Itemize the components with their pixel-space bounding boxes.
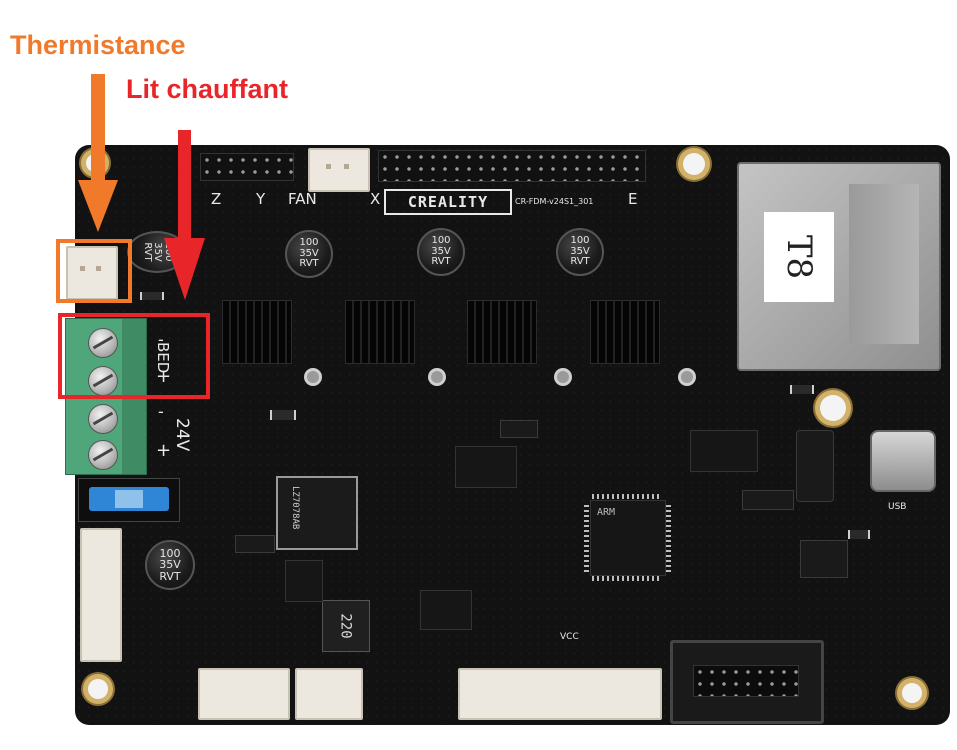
thermistance-label: Thermistance [10, 30, 186, 60]
bottom-connector-1 [198, 668, 290, 720]
terminal-polarity-3: - [158, 402, 164, 421]
header-z-y [200, 153, 294, 181]
terminal-polarity-2: + [156, 366, 172, 387]
small-ic-2 [285, 560, 323, 602]
stepper-driver-x [222, 300, 292, 364]
lit-chauffant-arrow [164, 130, 205, 300]
axis-label-fan: FAN [288, 190, 317, 208]
left-connector [80, 528, 122, 662]
sd-card-label: T8 [764, 212, 834, 302]
mcu-chip: ARM [590, 500, 666, 576]
mounting-hole-bottom-right [902, 683, 922, 703]
board-model: CR-FDM-v24S1_301 [515, 197, 594, 206]
fan-connector [308, 148, 370, 192]
mounting-hole-top-mid [683, 153, 705, 175]
terminal-screw-3 [88, 404, 118, 434]
vcc-label: VCC [560, 632, 579, 642]
header-expansion [378, 150, 646, 182]
driver-ic [455, 446, 517, 488]
trimpot-3 [557, 371, 569, 383]
heated-bed-highlight-box [58, 313, 210, 399]
inductor: 220 [322, 600, 370, 652]
mounting-hole-bottom-left [88, 679, 108, 699]
axis-label-y: Y [256, 190, 266, 208]
blade-fuse [78, 478, 180, 522]
terminal-polarity-1: - [158, 330, 164, 349]
stepper-driver-e [590, 300, 660, 364]
axis-label-e: E [628, 190, 638, 208]
terminal-screw-1 [88, 328, 118, 358]
trimpot-1 [307, 371, 319, 383]
trimpot-2 [431, 371, 443, 383]
stepper-driver-y [345, 300, 415, 364]
usb-ic [690, 430, 758, 472]
bottom-box-header [670, 640, 824, 724]
sd-card-slot: T8 [737, 162, 941, 371]
bottom-connector-3 [458, 668, 662, 720]
terminal-polarity-4: + [156, 440, 172, 461]
mounting-hole-right [820, 395, 846, 421]
axis-label-z: Z [211, 190, 222, 208]
stepper-driver-z [467, 300, 537, 364]
usb-label: USB [888, 502, 907, 512]
small-ic [420, 590, 472, 630]
mcu-label: ARM [597, 507, 616, 518]
bottom-connector-2 [295, 668, 363, 720]
thermistor-highlight-box [56, 239, 132, 303]
thermistance-arrow [78, 74, 118, 232]
usb-port [870, 430, 936, 492]
voltage-regulator: LZ7078AB [276, 476, 358, 550]
terminal-screw-4 [88, 440, 118, 470]
lit-chauffant-label: Lit chauffant [126, 74, 288, 104]
brand-logo: CREALITY [384, 189, 512, 215]
trimpot-4 [681, 371, 693, 383]
axis-label-x: X [370, 190, 381, 208]
